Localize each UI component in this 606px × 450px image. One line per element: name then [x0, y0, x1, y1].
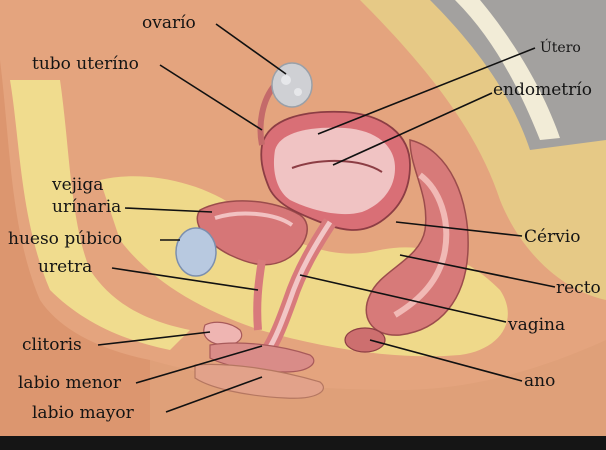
label-vejiga-line1: vejiga — [51, 175, 103, 195]
label-ovario: ovarío — [142, 13, 196, 33]
anus — [345, 328, 385, 352]
label-tubo-uterino: tubo uteríno — [32, 54, 139, 74]
label-recto: recto — [556, 278, 601, 298]
label-labio-mayor: labio mayor — [32, 403, 135, 423]
bottom-band — [0, 436, 606, 450]
label-utero: Útero — [540, 38, 581, 56]
label-cervix: Cérvio — [524, 227, 580, 247]
label-ano: ano — [524, 371, 555, 391]
ovary — [272, 63, 312, 107]
label-clitoris: clitoris — [22, 335, 82, 355]
urethra — [257, 260, 262, 330]
label-vejiga-line2: urínaria — [52, 197, 121, 217]
label-hueso-pubico: hueso púbico — [8, 229, 122, 249]
pubic-bone — [176, 228, 216, 276]
label-endometrio: endometrío — [493, 80, 592, 100]
label-labio-menor: labio menor — [18, 373, 122, 393]
label-vagina: vagina — [507, 315, 565, 335]
label-uretra: uretra — [38, 257, 92, 277]
